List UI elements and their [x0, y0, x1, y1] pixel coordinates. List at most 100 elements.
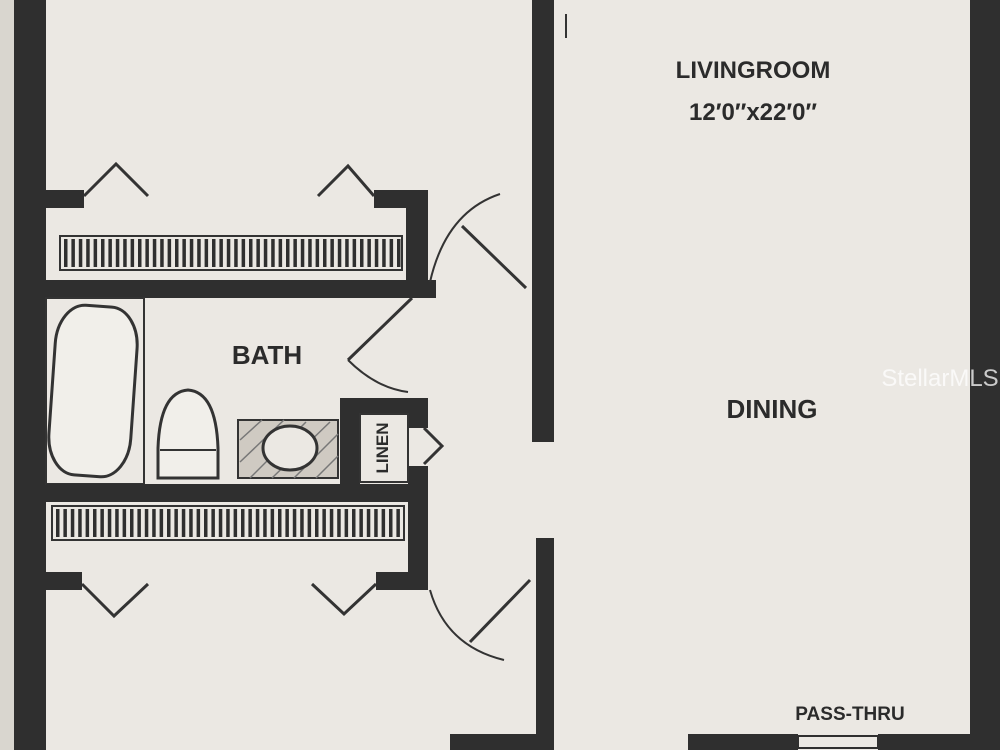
hall-door-bottom-swing [429, 589, 505, 661]
bath-door-swing [347, 359, 409, 393]
shelf-bar [234, 239, 238, 267]
bath-door-leaf [346, 296, 414, 362]
shelf-bar [78, 239, 83, 267]
bottom-wall-right-a [688, 734, 798, 750]
partition-wall-lower [536, 538, 554, 750]
shelf-bar [138, 239, 142, 267]
shelf-bar [63, 509, 67, 537]
shelf-bar [344, 509, 349, 537]
bath-label: BATH [232, 340, 302, 370]
lower-closet-door-right [310, 582, 378, 617]
pass-thru-opening [797, 735, 879, 749]
shelf-bar [329, 509, 334, 537]
shelf-bar [204, 239, 209, 267]
shelf-bar [352, 509, 356, 537]
shelf-bar [248, 509, 252, 537]
toilet [156, 388, 220, 480]
shelf-bar [137, 509, 141, 537]
shelf-bar [130, 509, 134, 537]
shelf-bar [359, 509, 363, 537]
shelf-bar [255, 509, 260, 537]
linen-wall-top [340, 398, 426, 414]
shelf-bar [241, 509, 245, 537]
shelf-bar [175, 239, 179, 267]
shelf-bar [263, 239, 268, 267]
shelf-bar [397, 239, 401, 267]
shelf-bar [396, 509, 400, 537]
shelf-bar [382, 239, 386, 267]
shelf-bar [381, 509, 386, 537]
shelf-bar [122, 509, 127, 537]
shelf-bar [249, 239, 253, 267]
shelf-bar [85, 509, 90, 537]
shelf-bar [159, 509, 164, 537]
shelf-bar [352, 239, 357, 267]
dining-label: DINING [727, 394, 818, 424]
shelf-bar [286, 239, 290, 267]
shelf-bar [93, 509, 97, 537]
shelf-bar [212, 239, 216, 267]
shelf-bar [292, 509, 297, 537]
pass-thru-label: PASS-THRU [795, 704, 904, 725]
shelf-bar [100, 509, 104, 537]
shelf-bar [64, 239, 68, 267]
shelf-bar [226, 239, 231, 267]
shelf-bar [271, 239, 275, 267]
shelf-bar [256, 239, 260, 267]
shelf-bar [123, 239, 127, 267]
shelf-bar [278, 239, 283, 267]
shelf-bar [211, 509, 215, 537]
shelf-bar [337, 509, 341, 537]
shelf-bar [130, 239, 135, 267]
shelf-bar [70, 509, 75, 537]
upper-closet-door-right [316, 163, 376, 198]
shelf-bar [345, 239, 349, 267]
hall-door-top-swing [429, 193, 501, 283]
shelf-bar [181, 509, 186, 537]
shelf-bar [218, 509, 223, 537]
shelf-bar [115, 239, 120, 267]
shelf-bar [189, 239, 194, 267]
shelf-bar [322, 509, 326, 537]
linen-wall-right [408, 398, 428, 428]
shelf-bar [389, 509, 393, 537]
shelf-bar [160, 239, 164, 267]
shelf-bar [204, 509, 208, 537]
shelf-bar [315, 239, 320, 267]
linen-closet [359, 413, 409, 483]
shelf-bar [86, 239, 90, 267]
shelf-bar [167, 509, 171, 537]
hall-door-top-leaf [460, 224, 528, 290]
shelf-bar [323, 239, 327, 267]
partition-wall-upper [532, 0, 554, 442]
linen-wall-right-low [408, 466, 428, 584]
upper-closet-wall-top-left [46, 190, 84, 208]
shelf-bar [108, 239, 112, 267]
shelf-bar [167, 239, 172, 267]
shelf-bar [360, 239, 364, 267]
shelf-bar [93, 239, 98, 267]
outer-wall-left [14, 0, 46, 750]
upper-closet-door-left [82, 161, 150, 198]
shelf-bar [107, 509, 112, 537]
shelf-bar [367, 239, 371, 267]
shelf-bar [115, 509, 119, 537]
shelf-bar [293, 239, 297, 267]
linen-wall-left [340, 398, 360, 488]
outer-wall-right [970, 0, 1000, 750]
shelf-bar [226, 509, 230, 537]
shelf-bar [374, 509, 378, 537]
lower-closet-door-left [80, 582, 150, 619]
shelf-bar [374, 239, 379, 267]
shelf-bar [144, 509, 149, 537]
shelf-bar [307, 509, 312, 537]
shelf-bar [233, 509, 238, 537]
shelf-bar [270, 509, 275, 537]
left-edge-strip [0, 0, 14, 750]
upper-closet-wall-side [406, 190, 428, 298]
shelf-bar [189, 509, 193, 537]
shelf-bar [152, 509, 156, 537]
shelf-bar [330, 239, 334, 267]
